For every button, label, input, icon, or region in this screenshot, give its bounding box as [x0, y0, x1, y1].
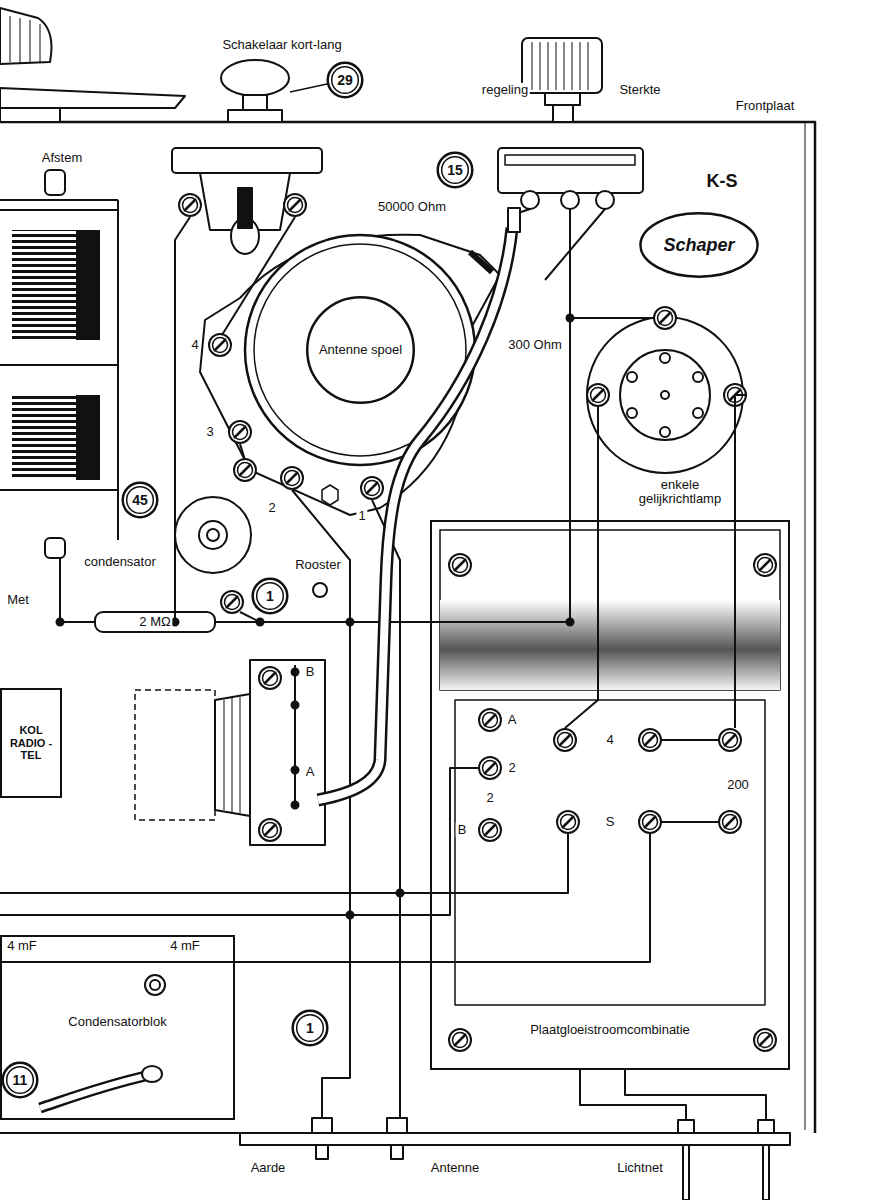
terminal-strip: [250, 660, 325, 845]
callout-number: 45: [132, 492, 148, 508]
terminal-name: B: [304, 665, 317, 679]
resistance-value: 50000 Ohm: [376, 200, 448, 214]
resistance-value: 2 MΩ: [137, 615, 172, 629]
capacity-value: 4 mF: [168, 939, 202, 953]
node-text: KOL: [19, 724, 42, 737]
part-name: Rooster: [293, 558, 343, 572]
terminal-name: Antenne: [429, 1161, 481, 1175]
callout-number: 1: [252, 578, 288, 614]
terminal-number: 1: [356, 509, 367, 523]
potentiometer: [498, 148, 643, 193]
terminal-name: S: [604, 815, 617, 829]
dial-plate: [0, 88, 185, 108]
panel-label: Frontplaat: [734, 99, 797, 113]
terminal-name: 2: [484, 791, 495, 805]
wiring: [0, 209, 766, 1120]
node-text: Schaper: [663, 235, 734, 256]
node-text: Antenne spoel: [319, 343, 402, 358]
transformer-core: [440, 530, 780, 690]
resistance-value: 300 Ohm: [506, 338, 563, 352]
leader-line: [290, 84, 327, 92]
model-label: K-S: [705, 172, 740, 192]
terminal-name: 4: [604, 733, 615, 747]
terminal-name: Aarde: [249, 1161, 288, 1175]
terminal-name: 2: [506, 761, 517, 775]
coil-plate: [200, 235, 500, 515]
node-text: TEL: [21, 749, 42, 762]
part-name: enkele gelijkrichtlamp: [626, 478, 734, 507]
terminal-name: Lichtnet: [615, 1161, 665, 1175]
callout-number: 15: [447, 162, 463, 178]
capacitor-frame: [0, 200, 118, 540]
dealer-sticker: KOLRADIO -TEL: [0, 688, 62, 798]
terminal-name: 200: [725, 778, 751, 792]
callout-number: 1: [306, 1020, 314, 1036]
callout-number: 15: [437, 152, 473, 188]
part-name: condensator: [82, 555, 158, 569]
capacity-value: 4 mF: [5, 939, 39, 953]
terminal-number: 3: [204, 425, 215, 439]
wire-connector: [235, 961, 430, 963]
control-label: regeling: [480, 83, 530, 97]
part-name: Met: [5, 593, 31, 607]
resistor-symbol: [95, 612, 215, 632]
terminal-name: B: [456, 823, 469, 837]
capacitor-plates: [12, 230, 100, 340]
trimmer-knob: [45, 170, 65, 195]
node-text: RADIO -: [10, 737, 52, 750]
callout-number: 29: [327, 62, 363, 98]
terminal-name: A: [506, 713, 519, 727]
part-name: Afstem: [40, 151, 84, 165]
node-text: Plaatgloeistroomcombinatie: [530, 1023, 690, 1038]
control-label: Sterkte: [617, 83, 662, 97]
terminal-number: 4: [189, 338, 200, 352]
grid-condenser: [175, 497, 251, 573]
control-label: Schakelaar kort-lang: [220, 38, 343, 52]
wave-switch: [172, 148, 322, 173]
brand-logo: Schaper: [638, 212, 760, 278]
callout-number: 1: [292, 1010, 328, 1046]
coil-label-circle: Antenne spoel: [305, 295, 416, 405]
callout-number: 45: [122, 482, 158, 518]
tuning-knob: [0, 8, 52, 64]
terminal-name: A: [304, 765, 317, 779]
callout-number: 11: [13, 1072, 28, 1088]
switch-knob: [221, 60, 289, 96]
callout-number: 1: [266, 588, 274, 604]
condenser-block: Condensatorblok: [0, 935, 235, 1120]
chassis-outline: [0, 122, 815, 1133]
coil-outline: [135, 690, 215, 820]
capacitor-plates: [12, 395, 100, 480]
terminal-number: 2: [266, 501, 277, 515]
callout-number: 11: [2, 1062, 38, 1098]
callout-number: 29: [337, 72, 353, 88]
terminal-strip: [240, 1133, 790, 1145]
node-text: Condensatorblok: [68, 1015, 166, 1030]
antenna-coil: [245, 235, 475, 465]
terminal-posts: [312, 1118, 774, 1200]
volume-knob: [522, 38, 602, 93]
tube-socket: [587, 317, 743, 473]
